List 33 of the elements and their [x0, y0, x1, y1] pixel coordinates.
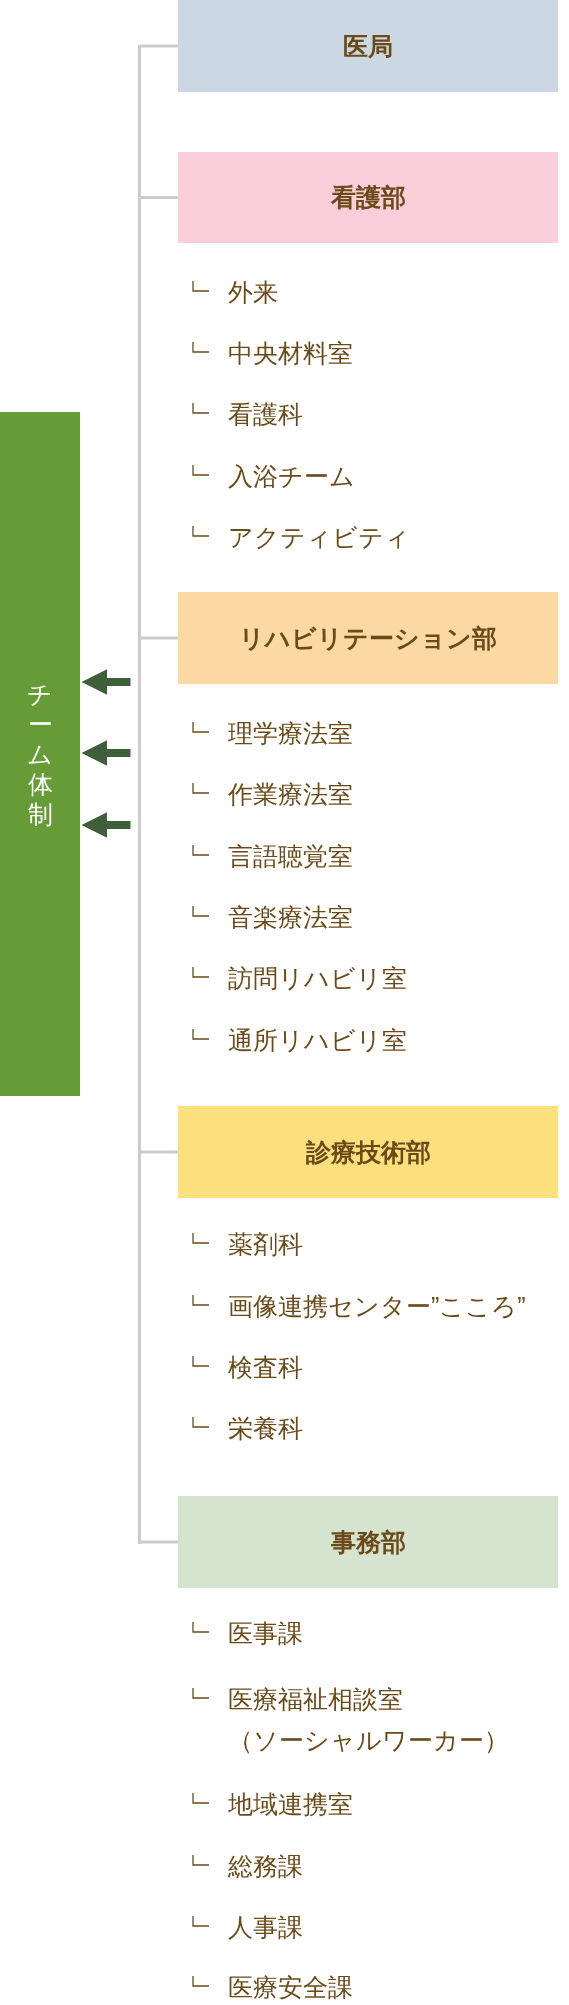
trunk-line: [137, 44, 141, 1544]
department-box: リハビリテーション部: [178, 592, 558, 684]
list-item-text: 入浴チーム: [228, 461, 355, 491]
list-item-text: 言語聴覚室: [228, 841, 353, 871]
connector-line: [140, 1540, 178, 1544]
list-item-text: 人事課: [228, 1912, 303, 1942]
list-item-text: 地域連携室: [228, 1789, 353, 1819]
list-item-text: 医療福祉相談室（ソーシャルワーカー）: [228, 1684, 510, 1756]
team-bar: チーム体制: [0, 412, 80, 1096]
department-box: 診療技術部: [178, 1106, 558, 1198]
connector-line: [140, 196, 178, 199]
list-item-text: 外来: [228, 277, 278, 307]
list-item-text: 栄養科: [228, 1413, 303, 1443]
list-item-text: 検査科: [228, 1352, 303, 1382]
list-item-text: 薬剤科: [228, 1229, 303, 1259]
list-item-text: 医療安全課: [228, 1972, 353, 2002]
list-item-text: 看護科: [228, 399, 303, 429]
connector-line: [140, 636, 178, 640]
list-item-text: 画像連携センター”こころ”: [228, 1291, 526, 1321]
list-item-text: 作業療法室: [228, 779, 353, 809]
list-item-text: 音楽療法室: [228, 902, 353, 932]
department-box: 医局: [178, 0, 558, 92]
list-item-text: 総務課: [228, 1851, 303, 1881]
list-item-text: 中央材料室: [228, 338, 353, 368]
list-item-text: 理学療法室: [228, 718, 353, 748]
department-box: 看護部: [178, 152, 558, 243]
list-item-text: 医事課: [228, 1618, 303, 1648]
list-item-text: 通所リハビリ室: [228, 1025, 407, 1055]
connector-line: [140, 1150, 178, 1154]
list-item-text: アクティビティ: [228, 522, 410, 552]
connector-line: [140, 44, 178, 48]
department-box: 事務部: [178, 1496, 558, 1588]
list-item-text: 訪問リハビリ室: [228, 963, 407, 993]
